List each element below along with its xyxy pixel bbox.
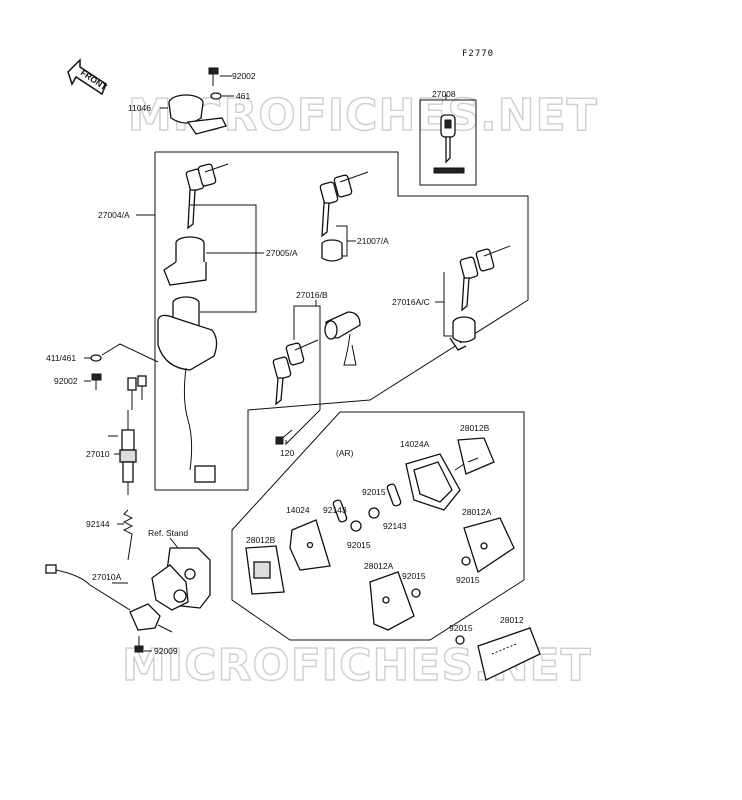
label-92015-b: 92015 [347, 540, 371, 550]
label-120: 120 [280, 448, 294, 458]
front-arrow-icon: FRONT [67, 58, 109, 96]
washer-411-461-part [90, 354, 102, 362]
label-92009: 92009 [154, 646, 178, 656]
label-14024: 14024 [286, 505, 310, 515]
screw-92002-left-part [91, 373, 102, 390]
label-27005a: 27005/A [266, 248, 298, 258]
label-28012b-left: 28012B [246, 535, 276, 545]
label-27008: 27008 [432, 89, 456, 99]
figure-code: F2770 [462, 49, 494, 59]
label-411-461: 411/461 [46, 353, 76, 363]
nuts-92015-part [350, 507, 471, 645]
ignition-switch-part [157, 296, 218, 483]
reflector-28012-part [477, 627, 541, 681]
label-ref-stand: Ref. Stand [148, 528, 188, 538]
label-92143-a: 92143 [323, 505, 347, 515]
keys-27004a-part [185, 163, 229, 230]
label-92015-e: 92015 [449, 623, 473, 633]
label-28012b-top: 28012B [460, 423, 490, 433]
label-27010a: 27010A [92, 572, 122, 582]
label-27004a: 27004/A [98, 210, 130, 220]
label-27016b: 27016/B [296, 290, 328, 300]
reflector-28012a-mid-part [369, 571, 415, 631]
label-28012a-right: 28012A [462, 507, 492, 517]
key-27008-part [433, 114, 465, 174]
cylinder-27005a-part [163, 236, 207, 286]
label-28012a-mid: 28012A [364, 561, 394, 571]
label-92002-left: 92002 [54, 376, 78, 386]
label-27016ac: 27016A/C [392, 297, 430, 307]
reflector-kit-outline [231, 411, 525, 641]
switch-27010a-part [45, 564, 173, 633]
side-stand-bracket-part [151, 547, 211, 611]
label-ar: (AR) [336, 448, 354, 458]
ignition-kit-outline [154, 151, 529, 491]
spring-92144-part [122, 509, 134, 561]
label-92015-c: 92015 [456, 575, 480, 585]
key-27008-box [419, 99, 477, 186]
lock-27016ac-part [449, 316, 476, 351]
reflector-28012b-left-part [245, 545, 285, 595]
keys-27016b-part [272, 339, 319, 406]
label-92002-top: 92002 [232, 71, 256, 81]
label-92144: 92144 [86, 519, 110, 529]
reflector-housing-14024-part [289, 519, 331, 571]
keys-21007a-part [319, 171, 369, 238]
seat-lock-27016b-part [324, 311, 361, 366]
label-92015-a: 92015 [362, 487, 386, 497]
reflector-housing-14024a-part [405, 453, 471, 511]
keys-27016ac-part [459, 245, 511, 312]
label-21007a: 21007/A [357, 236, 389, 246]
cap-21007a-part [321, 239, 343, 262]
reflector-28012b-top-part [457, 437, 495, 475]
spacers-92143-part [332, 483, 402, 523]
screw-120-part [275, 429, 293, 445]
label-27010: 27010 [86, 449, 110, 459]
label-14024a: 14024A [400, 439, 430, 449]
label-92015-d: 92015 [402, 571, 426, 581]
label-28012: 28012 [500, 615, 524, 625]
reflector-28012a-right-part [463, 517, 515, 574]
cover-11046-part [168, 94, 227, 135]
washer-461-part [210, 92, 222, 100]
label-461: 461 [236, 91, 250, 101]
connector-wires-part [127, 375, 147, 410]
screw-92002-top-part [208, 67, 219, 86]
screw-92009-part [134, 636, 144, 653]
switch-27010-part [119, 410, 137, 495]
watermark-top: MICROFICHES.NET [128, 90, 598, 141]
label-11046: 11046 [128, 103, 151, 113]
label-92143-b: 92143 [383, 521, 407, 531]
